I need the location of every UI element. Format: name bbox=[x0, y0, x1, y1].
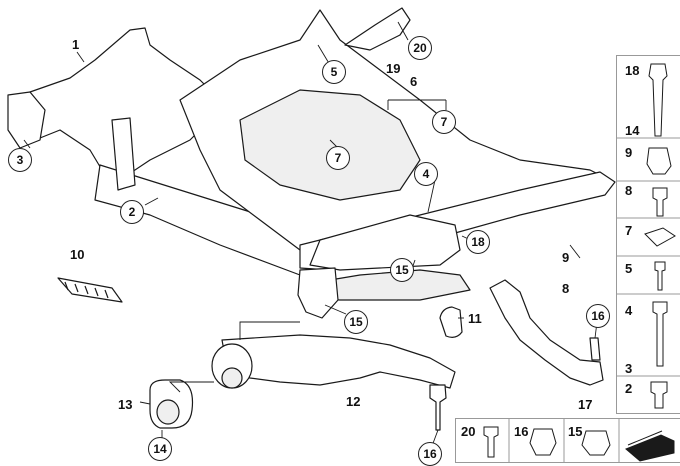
fastener-legend-column: 18 14 9 8 7 5 4 3 2 bbox=[616, 55, 680, 414]
legend-2: 2 bbox=[625, 381, 633, 396]
callout-2: 2 bbox=[120, 200, 144, 224]
callout-20: 20 bbox=[408, 36, 432, 60]
callout-3: 3 bbox=[8, 148, 32, 172]
mount-block bbox=[297, 267, 339, 319]
callout-19: 19 bbox=[386, 61, 401, 76]
side-bracket bbox=[309, 214, 461, 271]
callout-15b: 15 bbox=[344, 310, 368, 334]
callout-16a: 16 bbox=[586, 304, 610, 328]
callout-1: 1 bbox=[72, 37, 80, 52]
legend-4: 4 bbox=[625, 303, 633, 318]
mount-bracket-left bbox=[7, 91, 46, 149]
callout-16b: 16 bbox=[418, 442, 442, 466]
callout-11: 11 bbox=[468, 311, 482, 326]
ball-joint-17 bbox=[589, 337, 601, 361]
callout-14: 14 bbox=[148, 437, 172, 461]
legend-20: 20 bbox=[461, 424, 476, 439]
callout-5: 5 bbox=[322, 60, 346, 84]
callout-12: 12 bbox=[346, 394, 361, 409]
legend-14: 14 bbox=[625, 123, 640, 138]
callout-7b: 7 bbox=[326, 146, 350, 170]
control-arm-12 bbox=[221, 334, 456, 389]
callout-13: 13 bbox=[118, 397, 133, 412]
legend-7: 7 bbox=[625, 223, 633, 238]
callout-8: 8 bbox=[562, 281, 570, 296]
callout-4: 4 bbox=[414, 162, 438, 186]
callout-18: 18 bbox=[466, 230, 490, 254]
legend-8: 8 bbox=[625, 183, 633, 198]
direction-arrow-icon bbox=[626, 427, 676, 457]
legend-16: 16 bbox=[514, 424, 529, 439]
legend-18: 18 bbox=[625, 63, 640, 78]
legend-3: 3 bbox=[625, 361, 633, 376]
support-bracket bbox=[111, 117, 136, 191]
callout-15a: 15 bbox=[390, 258, 414, 282]
ball-joint-12 bbox=[429, 384, 447, 431]
heat-shield bbox=[344, 7, 411, 51]
callout-10: 10 bbox=[70, 247, 85, 262]
callout-9: 9 bbox=[562, 250, 570, 265]
subframe-opening bbox=[239, 89, 421, 201]
callout-7a: 7 bbox=[432, 110, 456, 134]
legend-9: 9 bbox=[625, 145, 633, 160]
legend-5: 5 bbox=[625, 261, 633, 276]
fastener-legend-row: 20 16 15 bbox=[455, 418, 680, 463]
callout-17: 17 bbox=[578, 397, 593, 412]
legend-15: 15 bbox=[568, 424, 583, 439]
wishbone-17 bbox=[489, 279, 604, 386]
rubber-buffer-11 bbox=[439, 306, 463, 338]
callout-6: 6 bbox=[410, 74, 418, 89]
